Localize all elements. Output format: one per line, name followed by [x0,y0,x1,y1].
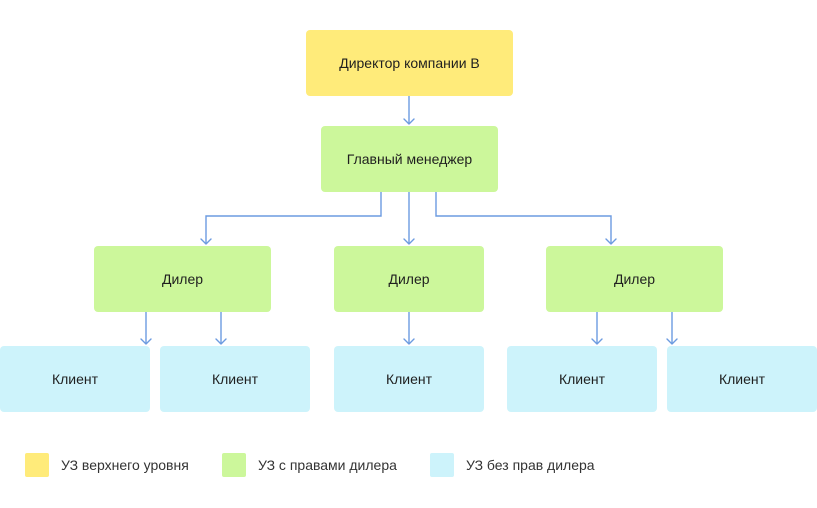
legend-swatch-blue [430,453,454,477]
arrowhead [591,338,603,345]
dealer-node-3: Дилер [546,246,723,312]
legend-swatch-green [222,453,246,477]
dealer-node-1: Дилер [94,246,271,312]
client-label: Клиент [211,371,259,387]
legend-item-no-dealer-rights: УЗ без прав дилера [430,452,595,478]
legend-label: УЗ без прав дилера [466,457,595,473]
arrowhead [140,338,152,345]
legend-label: УЗ верхнего уровня [61,457,189,473]
client-node-2: Клиент [160,346,310,412]
client-node-4: Клиент [507,346,657,412]
client-node-3: Клиент [334,346,484,412]
arrowhead [605,238,617,245]
director-label: Директор компании В [339,55,480,71]
director-node: Директор компании В [306,30,513,96]
dealer-node-2: Дилер [334,246,484,312]
connector-manager-dealer-1 [205,192,382,244]
arrowhead [200,238,212,245]
legend-item-top-level: УЗ верхнего уровня [25,452,189,478]
arrowhead [403,338,415,345]
client-label: Клиент [558,371,606,387]
dealer-label: Дилер [613,271,656,287]
legend-label: УЗ с правами дилера [258,457,397,473]
arrowhead [666,338,678,345]
client-label: Клиент [385,371,433,387]
dealer-label: Дилер [161,271,204,287]
dealer-label: Дилер [388,271,430,287]
manager-node: Главный менеджер [321,126,498,192]
arrowhead [403,118,415,125]
legend-swatch-yellow [25,453,49,477]
connector-manager-dealer-3 [435,192,612,244]
client-node-1: Клиент [0,346,150,412]
client-label: Клиент [718,371,766,387]
client-node-5: Клиент [667,346,817,412]
arrowhead [215,338,227,345]
legend-item-dealer-rights: УЗ с правами дилера [222,452,397,478]
arrowhead [403,238,415,245]
client-label: Клиент [51,371,99,387]
manager-label: Главный менеджер [346,151,473,167]
